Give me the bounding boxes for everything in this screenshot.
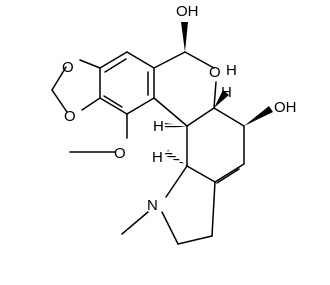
hash-bond [165,123,187,129]
bond [81,97,101,111]
bond [103,95,123,108]
o-methoxy-label: O [114,145,126,162]
bond [99,51,128,69]
o-dioxole-bottom-label: O [64,108,76,125]
bond [213,107,245,127]
bond [214,163,245,183]
wedge-bond [181,22,188,52]
bond [153,97,188,127]
h-label-left: H [153,118,164,135]
oh-label-top: OH [176,3,199,20]
o-dioxole-top-label: O [62,59,74,76]
bond [216,168,240,184]
hash-bond [164,150,187,166]
h-label-lower: H [152,149,163,166]
bond [184,51,215,69]
bonds [51,51,245,245]
bond [126,97,155,115]
bond [165,165,188,198]
bond [186,165,216,183]
bond [213,81,217,109]
atom-labels: OH OH H O H H H O O O N [62,3,297,214]
wedge-bond [214,90,229,108]
h-label-top: H [226,62,237,79]
bond [99,97,128,115]
bond [104,58,127,73]
bond [51,89,68,113]
h-label-mid: H [221,84,232,101]
oh-label-right: OH [274,99,297,116]
bond [211,181,216,237]
n-amine-label: N [147,197,158,214]
bond [161,211,179,245]
o-ring-label: O [209,64,221,81]
bond [121,211,149,235]
bond [126,51,155,69]
bond [153,51,186,69]
bond [79,59,101,69]
wedge-bond [244,106,273,126]
stereo-bonds [164,22,273,166]
bond [51,66,67,91]
bond [177,235,213,245]
bond [186,107,215,127]
